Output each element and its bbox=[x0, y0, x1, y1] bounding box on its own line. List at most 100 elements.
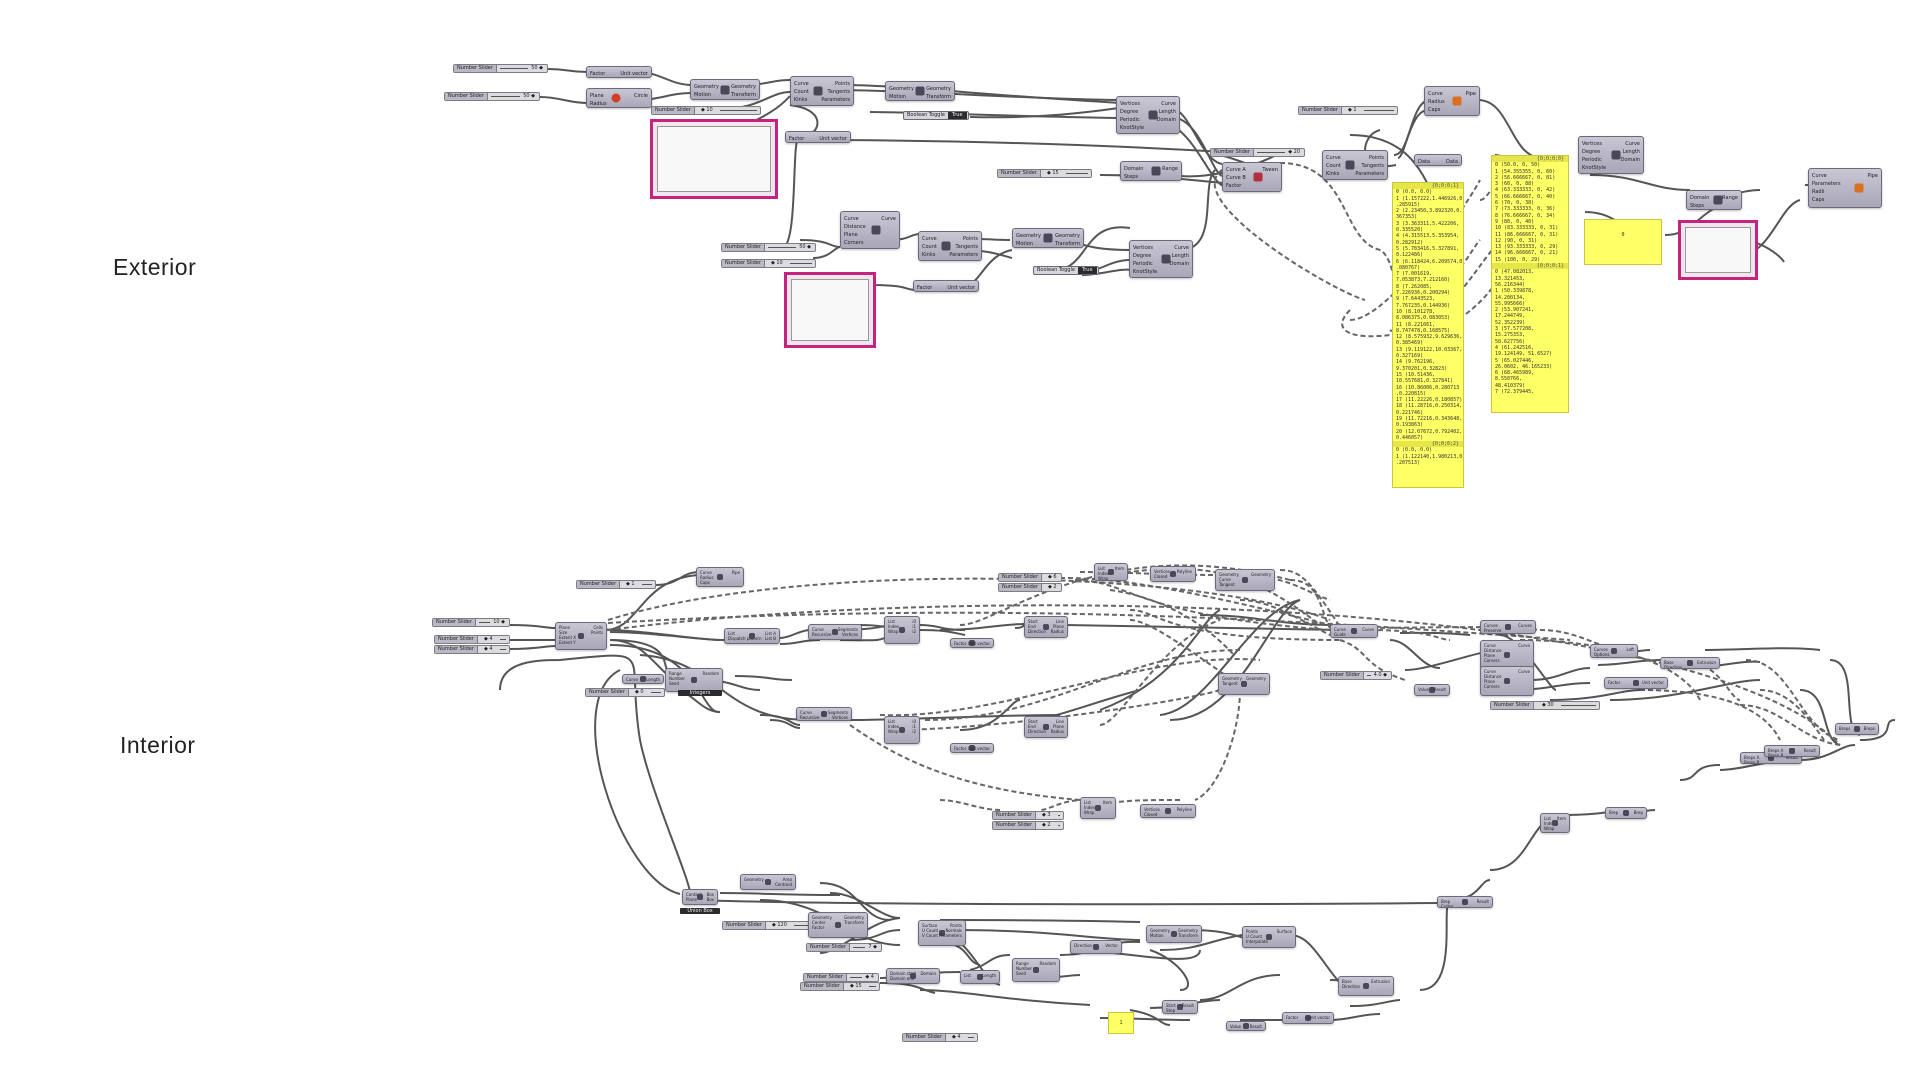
input-port[interactable]: Number bbox=[669, 676, 686, 681]
input-port[interactable]: Index bbox=[888, 724, 900, 729]
output-port[interactable]: Result bbox=[1433, 687, 1446, 692]
input-port[interactable]: Start bbox=[1028, 619, 1038, 624]
output-port[interactable]: i0 bbox=[912, 719, 916, 724]
input-port[interactable]: List bbox=[888, 619, 895, 624]
output-port[interactable]: Circle bbox=[633, 93, 648, 99]
data-panel[interactable]: 1 bbox=[1108, 1012, 1134, 1034]
output-port[interactable]: Box bbox=[706, 897, 714, 902]
output-port[interactable]: Points bbox=[1368, 155, 1384, 161]
output-port[interactable]: Line bbox=[1055, 619, 1064, 624]
input-port[interactable]: Radii bbox=[1812, 189, 1825, 195]
number-slider[interactable]: Number Slider◆ 4 bbox=[434, 635, 510, 644]
input-port[interactable]: Content bbox=[686, 892, 702, 897]
input-port[interactable]: Start bbox=[1166, 1003, 1176, 1008]
slider-track[interactable] bbox=[499, 639, 506, 640]
output-port[interactable]: Unit vector bbox=[967, 746, 990, 751]
output-port[interactable]: Unit vector bbox=[1307, 1015, 1330, 1020]
graph-mapper[interactable] bbox=[650, 119, 778, 199]
input-port[interactable]: Curves bbox=[1594, 647, 1608, 652]
slider-track[interactable] bbox=[789, 263, 812, 264]
graph-mapper[interactable] bbox=[784, 272, 876, 348]
output-port[interactable]: Surface bbox=[1276, 929, 1292, 934]
input-port[interactable]: Direction bbox=[1028, 629, 1047, 634]
input-port[interactable]: Interpolate bbox=[1246, 939, 1268, 944]
number-slider[interactable]: Number Slider◆ 4 bbox=[434, 645, 510, 654]
input-port[interactable]: Data bbox=[1418, 159, 1430, 165]
input-port[interactable]: Start bbox=[1028, 719, 1038, 724]
input-port[interactable]: Motion bbox=[1150, 933, 1164, 938]
toggle-state[interactable]: True bbox=[1077, 267, 1097, 274]
input-port[interactable]: Extent Y bbox=[559, 640, 576, 645]
input-port[interactable]: Points bbox=[1246, 929, 1259, 934]
data-panel[interactable]: {0;0;0;1}0 (0.0, 0.0)1 (1.157222,1.44692… bbox=[1392, 182, 1464, 488]
number-slider[interactable]: Number Slider◆ 4 bbox=[902, 1033, 978, 1042]
output-port[interactable]: i1 bbox=[912, 724, 916, 729]
output-port[interactable]: Item bbox=[1556, 816, 1566, 821]
unit-vector-component[interactable]: Factor Unit vector bbox=[913, 280, 979, 292]
input-port[interactable]: KnotStyle bbox=[1133, 269, 1158, 275]
output-port[interactable]: Pipe bbox=[1465, 91, 1476, 97]
output-port[interactable]: Pipe bbox=[731, 570, 740, 575]
slider-track[interactable] bbox=[1057, 815, 1060, 816]
number-slider[interactable]: Number Slider◆ 0 bbox=[585, 688, 665, 697]
input-port[interactable]: Parameters bbox=[1812, 181, 1841, 187]
output-port[interactable]: Unit vector bbox=[947, 285, 975, 291]
input-port[interactable]: Curve B bbox=[1226, 175, 1246, 181]
number-slider[interactable]: Number Slider◆ 10 bbox=[651, 106, 761, 115]
input-port[interactable]: Geometry bbox=[889, 86, 914, 92]
input-port[interactable]: Kinks bbox=[922, 252, 936, 258]
output-port[interactable]: Cells bbox=[593, 625, 603, 630]
input-port[interactable]: Factor bbox=[590, 71, 606, 77]
output-port[interactable]: Random bbox=[1039, 961, 1056, 966]
input-port[interactable]: Wrap bbox=[1544, 826, 1555, 831]
output-port[interactable]: Parameters bbox=[949, 252, 978, 258]
input-port[interactable]: Cutter bbox=[1441, 904, 1454, 908]
input-port[interactable]: Corners bbox=[844, 240, 864, 246]
graph-mapper[interactable] bbox=[1678, 220, 1758, 280]
input-port[interactable]: Degree bbox=[1120, 109, 1139, 115]
input-port[interactable]: Value bbox=[1230, 1024, 1241, 1029]
input-port[interactable]: Brep bbox=[1609, 810, 1619, 815]
input-port[interactable]: Breps A bbox=[1744, 755, 1760, 760]
input-port[interactable]: Index bbox=[1098, 571, 1110, 576]
input-port[interactable]: Degree bbox=[1582, 149, 1601, 155]
output-port[interactable]: Tangents bbox=[827, 89, 850, 95]
output-port[interactable]: Unit vector bbox=[620, 71, 648, 77]
slider-track[interactable] bbox=[478, 622, 491, 623]
input-port[interactable]: Tangent bbox=[1222, 681, 1238, 686]
output-port[interactable]: Vertices bbox=[842, 632, 858, 637]
output-port[interactable]: Points bbox=[949, 923, 962, 928]
slider-track[interactable] bbox=[1065, 173, 1088, 174]
output-port[interactable]: Extrusion bbox=[1371, 979, 1390, 984]
input-port[interactable]: Curve bbox=[1812, 173, 1827, 179]
output-port[interactable]: Result bbox=[1476, 899, 1489, 904]
input-port[interactable]: List bbox=[1544, 816, 1551, 821]
output-port[interactable]: Geometry bbox=[1246, 676, 1266, 681]
input-port[interactable]: Wrap bbox=[888, 629, 899, 634]
input-port[interactable]: Radius bbox=[700, 575, 714, 580]
input-port[interactable]: U Count bbox=[1246, 934, 1263, 939]
output-port[interactable]: Vertices bbox=[832, 715, 848, 720]
output-port[interactable]: Length bbox=[1171, 253, 1189, 259]
input-port[interactable]: Plane bbox=[559, 625, 570, 630]
slider-track[interactable] bbox=[1366, 675, 1371, 676]
output-port[interactable]: Points bbox=[590, 630, 603, 635]
output-port[interactable]: Unit vector bbox=[1641, 680, 1664, 685]
